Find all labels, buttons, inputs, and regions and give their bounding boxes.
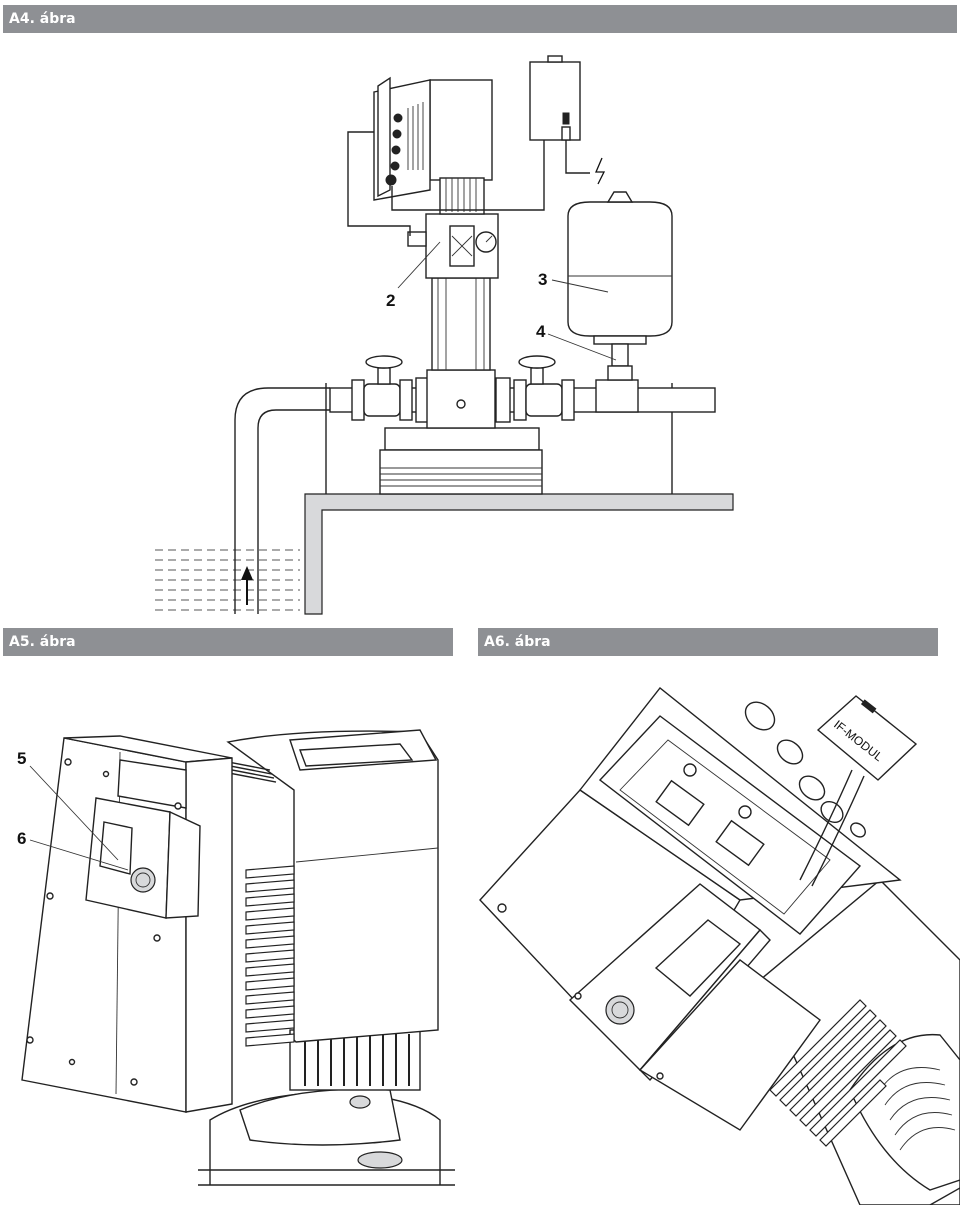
valve-handwheel-right [518,355,556,369]
cable-glands [744,701,866,838]
if-module-card [816,695,918,781]
water-reservoir [155,549,300,611]
lightning-icon [595,157,606,185]
red-button-knob-icon [130,867,156,893]
callout-3: 3 [538,270,547,289]
external-control-unit [529,61,581,141]
red-button-knob-icon-a6 [605,995,635,1025]
callout-6: 6 [17,829,26,848]
figure-a6-header: A6. ábra [478,628,938,656]
floor-slab [304,493,734,615]
pump-base [379,449,543,495]
flow-arrow-icon [241,566,253,605]
figure-a5-header: A5. ábra [3,628,453,656]
pump-motor [429,79,493,181]
figure-a4-header: A4. ábra [3,5,957,33]
callout-5: 5 [17,749,26,768]
figure-a4-drawing: 2 3 4 [155,55,734,615]
figure-a5-drawing: 5 6 [17,729,455,1186]
expansion-vessel [567,201,673,337]
pump-column [431,277,491,371]
pump-foot [384,427,540,451]
callout-4: 4 [536,322,546,341]
figure-a6-drawing: IF-MODUL [479,687,960,1205]
motor-housing [226,730,439,1043]
suction-pipe [234,387,330,614]
callout-2: 2 [386,291,395,310]
valve-handwheel-left [365,355,403,369]
